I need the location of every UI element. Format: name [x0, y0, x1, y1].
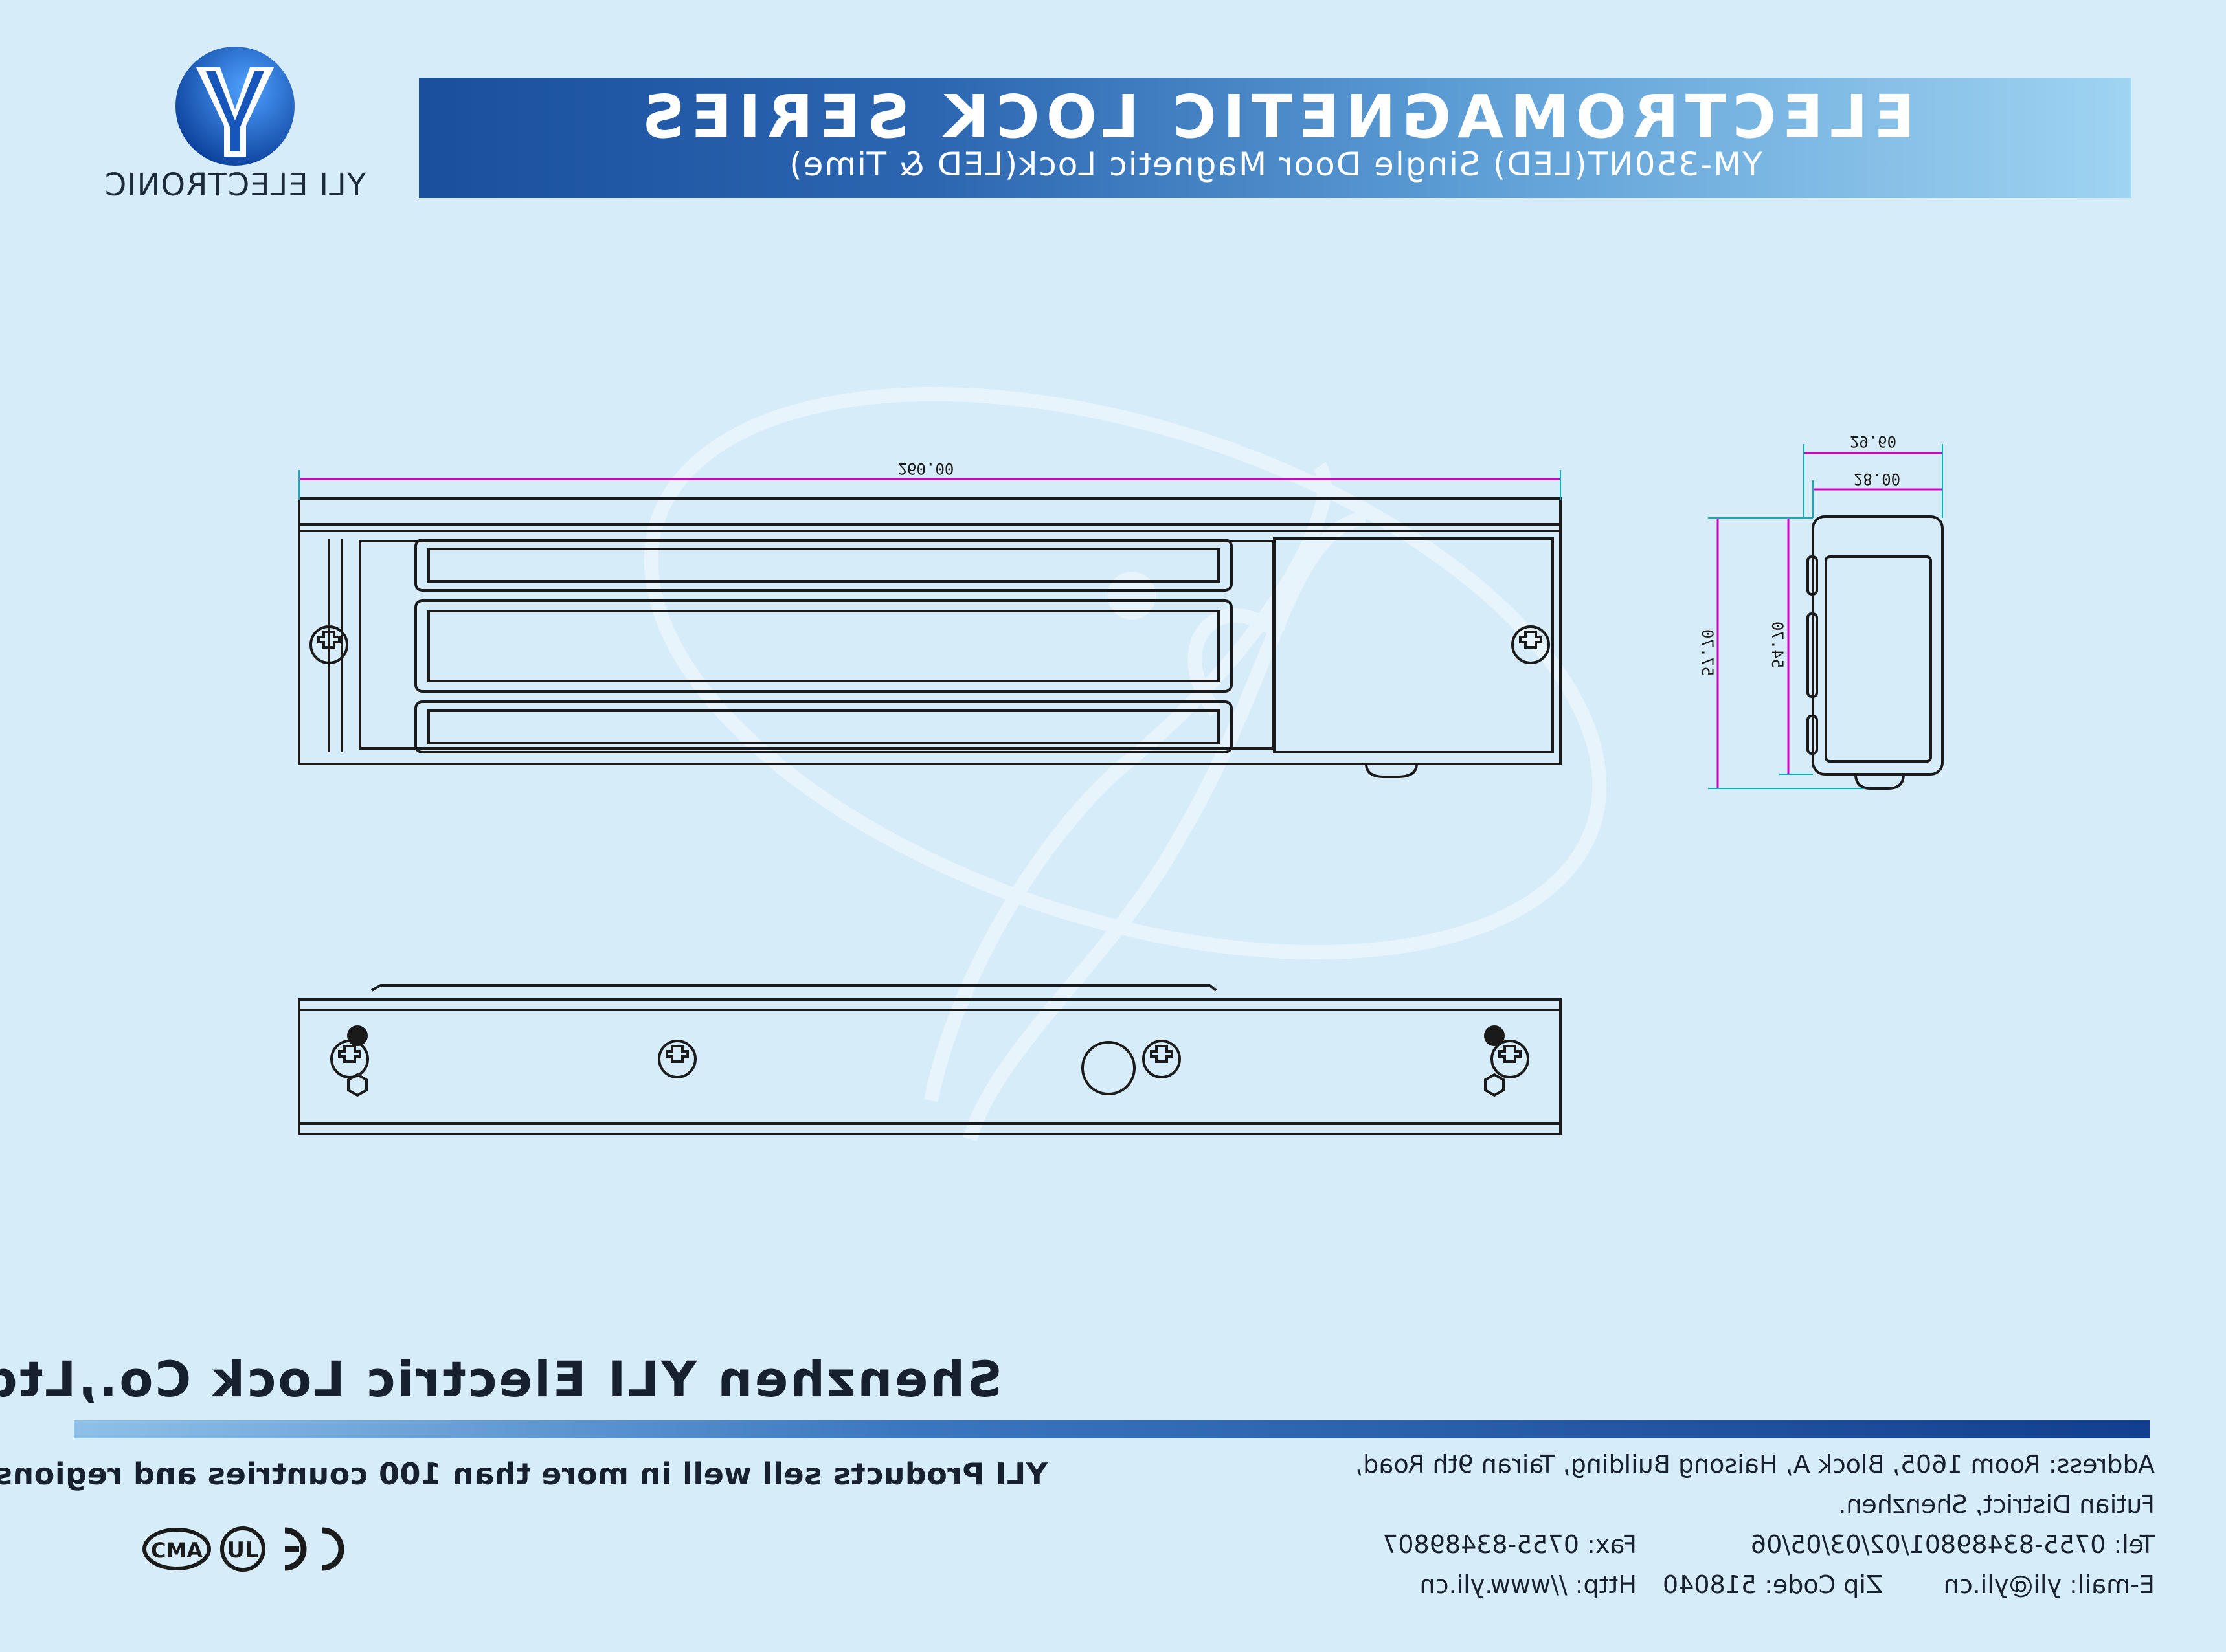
yli-y-logo-icon	[175, 47, 295, 166]
zip: Zip Code: 518040	[1662, 1570, 1883, 1599]
side-view	[1708, 444, 1944, 790]
screw-icon	[1490, 1040, 1529, 1078]
tel: Tel: 0755-83489801/02/03/05/06	[1750, 1530, 2155, 1559]
dim-side-width-inner: 28.00	[1853, 470, 1901, 488]
ul-mark-label: UL	[227, 1537, 258, 1563]
cma-mark-icon: CMA	[142, 1528, 211, 1570]
fax: Fax: 0755-83489807	[1382, 1530, 1637, 1559]
tel-fax-line: Tel: 0755-83489801/02/03/05/06 Fax: 0755-…	[1326, 1530, 2155, 1559]
address-line-1: Address: Room 1605, Block A, Haisong Bui…	[1355, 1450, 2155, 1479]
ce-mark-label: CE	[360, 1520, 361, 1521]
ul-mark-icon: UL	[220, 1526, 265, 1572]
dim-front-length: 260.00	[897, 460, 954, 478]
email-zip-http-line: E-mail: yli@yli.cn Zip Code: 518040 Http: …	[1326, 1570, 2155, 1599]
dim-side-height-outer: 57.70	[1698, 629, 1716, 676]
screw-icon	[330, 1040, 369, 1078]
ce-mark-icon	[284, 1527, 344, 1571]
front-view	[298, 470, 1562, 778]
footer-divider	[74, 1420, 2150, 1438]
email: E-mail: yli@yli.cn	[1943, 1570, 2155, 1599]
bottom-view	[298, 984, 1562, 1135]
screw-icon	[658, 1040, 697, 1078]
screw-icon	[1511, 625, 1550, 664]
dim-side-width-outer: 29.60	[1849, 432, 1897, 451]
cma-mark-label: CMA	[151, 1538, 203, 1563]
slogan: YLI Products sell well in more than 100 …	[0, 1457, 1048, 1491]
dim-side-height-inner: 54.70	[1768, 621, 1786, 669]
screw-icon	[1142, 1040, 1181, 1078]
certification-marks: UL CMA CE	[142, 1520, 361, 1572]
company-name: Shenzhen YLI Electric Lock Co.,Ltd.	[0, 1350, 1002, 1408]
screw-icon	[309, 625, 348, 664]
company-logo: YLI ELECTRONIC	[83, 41, 387, 210]
cable-hole	[1081, 1041, 1136, 1095]
http: Http: //www.yli.cn	[1419, 1570, 1637, 1599]
yli-watermark	[644, 386, 1607, 1142]
address-line-2: Futian District, Shenzhen.	[1838, 1490, 2155, 1519]
